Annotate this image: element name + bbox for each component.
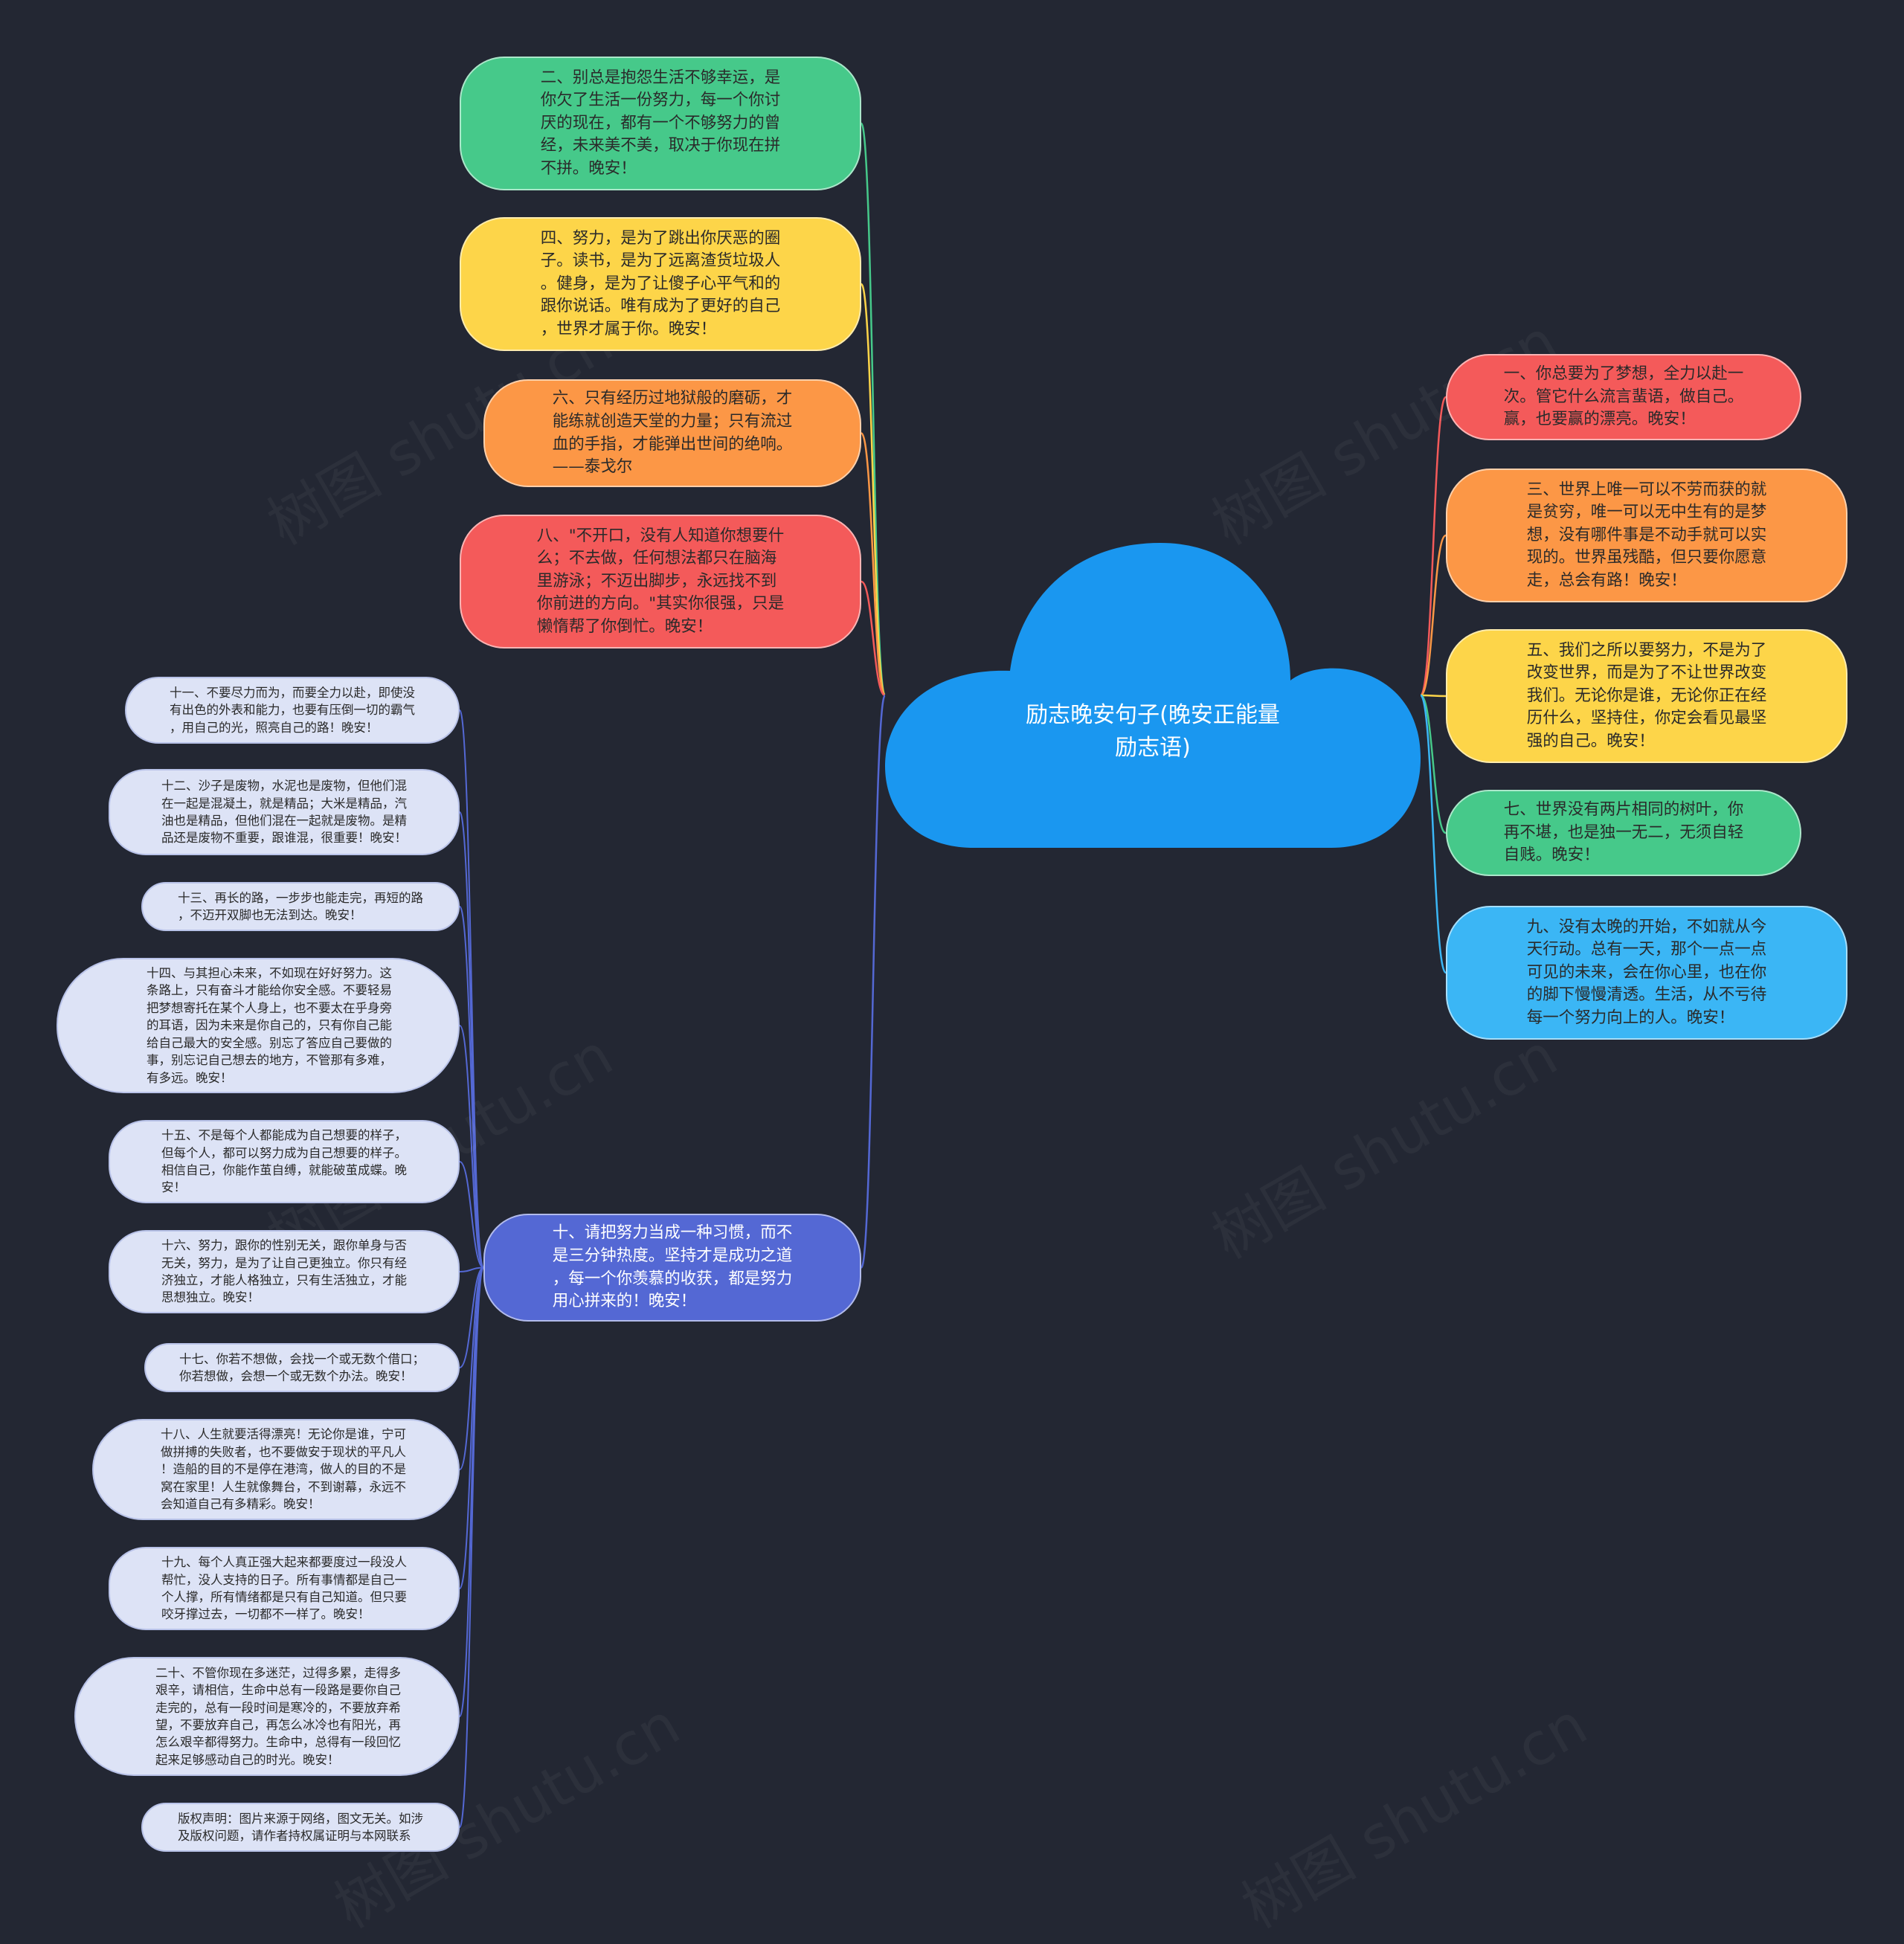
connector-topic-node-4 — [860, 283, 887, 697]
connector-topic-node-6 — [860, 432, 887, 697]
sub-node-16[interactable]: 十六、努力，跟你的性别无关，跟你单身与否 无关，努力，是为了让自己更独立。你只有… — [109, 1230, 460, 1313]
connector-sub-node-17 — [459, 1267, 484, 1368]
connector-topic-node-1 — [1419, 396, 1447, 697]
topic-node-8[interactable]: 八、"不开口，没有人知道你想要什 么；不去做，任何想法都只在脑海 里游泳；不迈出… — [460, 515, 861, 648]
sub-node-17-text: 十七、你若不想做，会找一个或无数个借口； 你若想做，会想一个或无数个办法。晚安！ — [179, 1351, 425, 1383]
connector-topic-node-3 — [1419, 534, 1447, 697]
topic-node-10-text: 十、请把努力当成一种习惯，而不 是三分钟热度。坚持才是成功之道 ，每一个你羡慕的… — [552, 1223, 793, 1311]
connector-topic-node-8 — [861, 580, 886, 697]
topic-node-3-text: 三、世界上唯一可以不劳而获的就 是贫穷，唯一可以无中生有的是梦 想，没有哪件事是… — [1526, 480, 1767, 590]
connector-sub-node-11 — [459, 709, 484, 1269]
topic-node-9-text: 九、没有太晚的开始，不如就从今 天行动。总有一天，那个一点一点 可见的未来，会在… — [1526, 917, 1767, 1027]
sub-node-11[interactable]: 十一、不要尽力而为，而要全力以赴，即使没 有出色的外表和能力，也要有压倒一切的霸… — [125, 677, 460, 744]
connector-sub-node-19 — [459, 1267, 484, 1589]
sub-node-12[interactable]: 十二、沙子是废物，水泥也是废物，但他们混 在一起是混凝土，就是精品；大米是精品，… — [109, 769, 460, 855]
sub-node-14-text: 十四、与其担心未来，不如现在好好努力。这 条路上，只有奋斗才能给你安全感。不要轻… — [147, 966, 392, 1085]
topic-node-5[interactable]: 五、我们之所以要努力，不是为了 改变世界，而是为了不让世界改变 我们。无论你是谁… — [1446, 629, 1847, 763]
copyright-node[interactable]: 版权声明：图片来源于网络，图文无关。如涉 及版权问题，请作者持权属证明与本网联系 — [141, 1803, 460, 1852]
sub-node-15-text: 十五、不是每个人都能成为自己想要的样子， 但每个人，都可以努力成为自己想要的样子… — [161, 1128, 407, 1195]
topic-node-6[interactable]: 六、只有经历过地狱般的磨砺，才 能练就创造天堂的力量；只有流过 血的手指，才能弹… — [483, 379, 861, 487]
sub-node-19-text: 十九、每个人真正强大起来都要度过一段没人 帮忙，没人支持的日子。所有事情都是自己… — [161, 1555, 407, 1622]
topic-node-3[interactable]: 三、世界上唯一可以不劳而获的就 是贫穷，唯一可以无中生有的是梦 想，没有哪件事是… — [1446, 469, 1847, 602]
topic-node-2-text: 二、别总是抱怨生活不够幸运，是 你欠了生活一份努力，每一个你讨 厌的现在，都有一… — [540, 68, 781, 178]
topic-node-8-text: 八、"不开口，没有人知道你想要什 么；不去做，任何想法都只在脑海 里游泳；不迈出… — [536, 526, 785, 636]
sub-node-11-text: 十一、不要尽力而为，而要全力以赴，即使没 有出色的外表和能力，也要有压倒一切的霸… — [170, 685, 415, 735]
sub-node-12-text: 十二、沙子是废物，水泥也是废物，但他们混 在一起是混凝土，就是精品；大米是精品，… — [161, 779, 407, 846]
connector-sub-node-20 — [459, 1267, 484, 1717]
sub-node-18-text: 十八、人生就要活得漂亮！无论你是谁，宁可 做拼搏的失败者，也不要做安于现状的平凡… — [161, 1427, 406, 1512]
topic-node-9[interactable]: 九、没有太晚的开始，不如就从今 天行动。总有一天，那个一点一点 可见的未来，会在… — [1446, 906, 1847, 1040]
topic-node-10[interactable]: 十、请把努力当成一种习惯，而不 是三分钟热度。坚持才是成功之道 ，每一个你羡慕的… — [483, 1214, 861, 1322]
sub-node-13-text: 十三、再长的路，一步步也能走完，再短的路 ，不迈开双脚也无法到达。晚安！ — [178, 890, 423, 922]
topic-node-1-text: 一、你总要为了梦想，全力以赴一 次。管它什么流言蜚语，做自己。 赢，也要赢的漂亮… — [1503, 364, 1744, 429]
topic-node-5-text: 五、我们之所以要努力，不是为了 改变世界，而是为了不让世界改变 我们。无论你是谁… — [1526, 640, 1767, 750]
sub-node-19[interactable]: 十九、每个人真正强大起来都要度过一段没人 帮忙，没人支持的日子。所有事情都是自己… — [109, 1547, 460, 1630]
connector-copyright-node — [459, 1267, 484, 1828]
sub-node-18[interactable]: 十八、人生就要活得漂亮！无论你是谁，宁可 做拼搏的失败者，也不要做安于现状的平凡… — [92, 1419, 460, 1520]
topic-node-7[interactable]: 七、世界没有两片相同的树叶，你 再不堪，也是独一无二，无须自轻 自贱。晚安！ — [1446, 790, 1801, 876]
connector-sub-node-16 — [459, 1267, 484, 1272]
topic-node-4[interactable]: 四、努力，是为了跳出你厌恶的圈 子。读书，是为了远离渣货垃圾人 。健身，是为了让… — [460, 217, 861, 351]
copyright-text: 版权声明：图片来源于网络，图文无关。如涉 及版权问题，请作者持权属证明与本网联系 — [178, 1811, 423, 1843]
connector-sub-node-14 — [459, 1025, 484, 1269]
connector-topic-node-7 — [1420, 694, 1447, 834]
sub-node-20[interactable]: 二十、不管你现在多迷茫，过得多累，走得多 艰辛，请相信，生命中总有一段路是要你自… — [74, 1657, 460, 1776]
root-topic[interactable]: 励志晚安句子(晚安正能量 励志语) — [1026, 702, 1280, 761]
sub-node-20-text: 二十、不管你现在多迷茫，过得多累，走得多 艰辛，请相信，生命中总有一段路是要你自… — [155, 1665, 401, 1767]
sub-node-13[interactable]: 十三、再长的路，一步步也能走完，再短的路 ，不迈开双脚也无法到达。晚安！ — [141, 882, 460, 931]
root-cloud-shape — [885, 543, 1421, 848]
connector-topic-node-2 — [860, 122, 887, 697]
connector-topic-node-5 — [1420, 694, 1447, 698]
topic-node-1[interactable]: 一、你总要为了梦想，全力以赴一 次。管它什么流言蜚语，做自己。 赢，也要赢的漂亮… — [1446, 354, 1801, 440]
connector-sub-node-15 — [459, 1161, 484, 1269]
connector-topic-node-9 — [1419, 694, 1447, 974]
topic-node-4-text: 四、努力，是为了跳出你厌恶的圈 子。读书，是为了远离渣货垃圾人 。健身，是为了让… — [540, 228, 781, 338]
sub-node-16-text: 十六、努力，跟你的性别无关，跟你单身与否 无关，努力，是为了让自己更独立。你只有… — [161, 1238, 407, 1305]
sub-node-17[interactable]: 十七、你若不想做，会找一个或无数个借口； 你若想做，会想一个或无数个办法。晚安！ — [144, 1343, 460, 1392]
topic-node-2[interactable]: 二、别总是抱怨生活不够幸运，是 你欠了生活一份努力，每一个你讨 厌的现在，都有一… — [460, 57, 861, 190]
sub-node-15[interactable]: 十五、不是每个人都能成为自己想要的样子， 但每个人，都可以努力成为自己想要的样子… — [109, 1120, 460, 1203]
connector-topic-node-10 — [860, 694, 887, 1269]
connector-sub-node-13 — [459, 906, 484, 1269]
connector-sub-node-18 — [459, 1267, 484, 1470]
sub-node-14[interactable]: 十四、与其担心未来，不如现在好好努力。这 条路上，只有奋斗才能给你安全感。不要轻… — [57, 958, 460, 1093]
connector-sub-node-12 — [459, 811, 484, 1269]
topic-node-7-text: 七、世界没有两片相同的树叶，你 再不堪，也是独一无二，无须自轻 自贱。晚安！ — [1503, 800, 1744, 865]
topic-node-6-text: 六、只有经历过地狱般的磨砺，才 能练就创造天堂的力量；只有流过 血的手指，才能弹… — [552, 389, 793, 477]
